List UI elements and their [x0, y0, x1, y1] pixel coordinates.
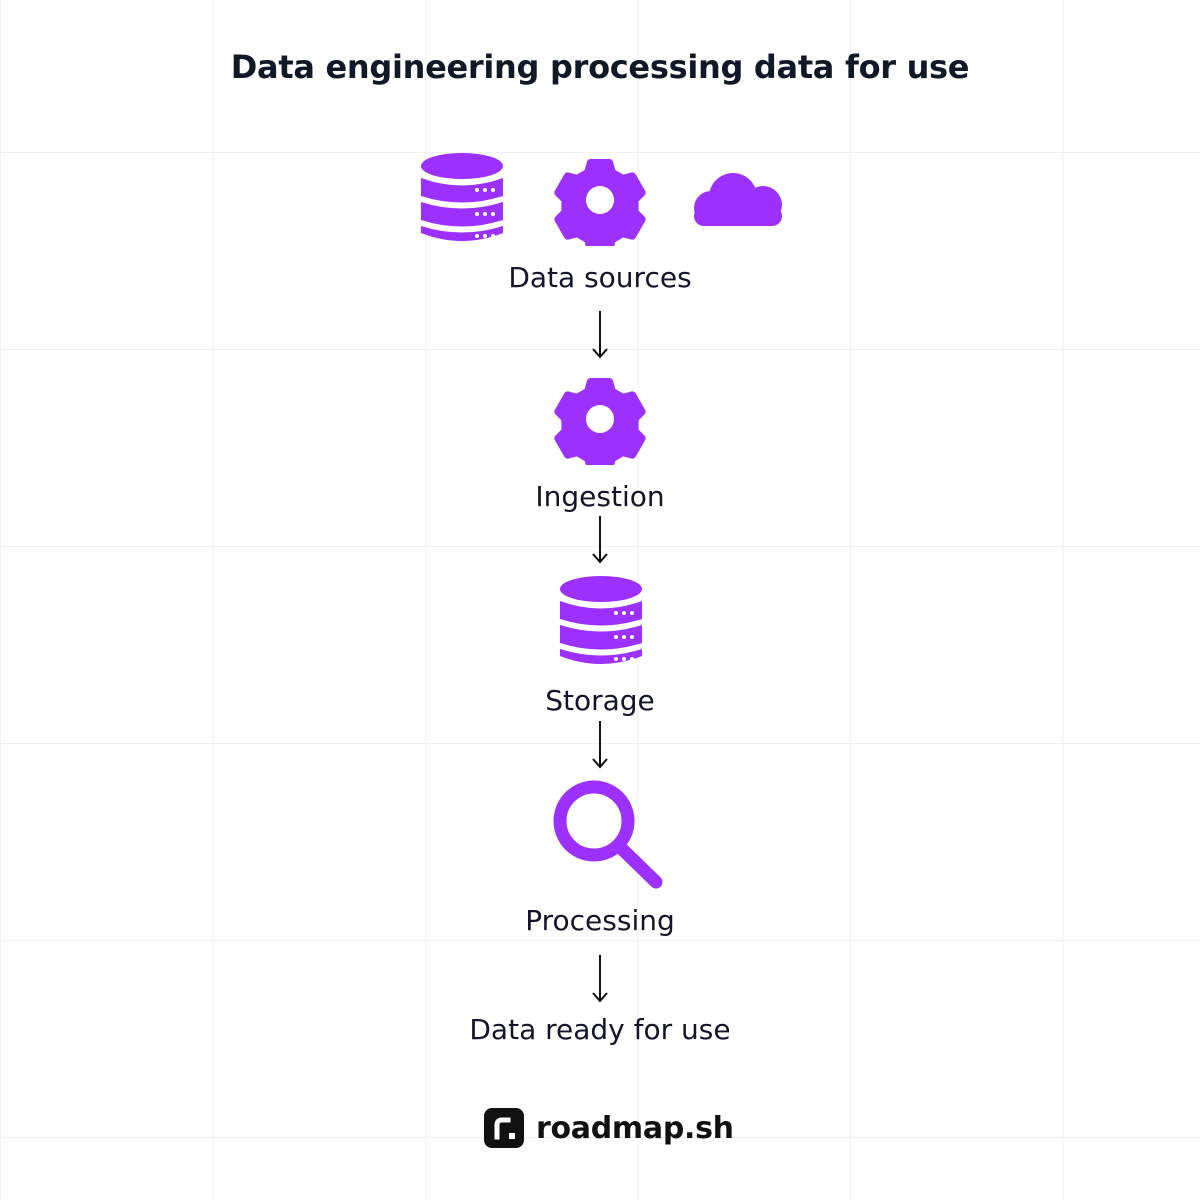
brand-name: roadmap.sh — [536, 1110, 734, 1146]
cloud-icon — [690, 172, 786, 228]
stage-label-data-ready: Data ready for use — [469, 1013, 731, 1046]
diagram-title: Data engineering processing data for use — [230, 48, 970, 86]
brand-footer: roadmap.sh — [484, 1108, 734, 1148]
flow-arrow — [588, 516, 612, 568]
stage-label-storage: Storage — [545, 684, 655, 717]
flow-arrow — [588, 311, 612, 363]
stage-label-ingestion: Ingestion — [535, 480, 665, 513]
roadmap-logo-icon — [484, 1108, 524, 1148]
database-icon — [420, 153, 504, 245]
stage-label-processing: Processing — [525, 904, 675, 937]
flow-arrow — [588, 721, 612, 773]
gear-icon — [554, 373, 646, 465]
stage-label-data-sources: Data sources — [508, 261, 692, 294]
database-icon — [559, 576, 643, 668]
gear-icon — [554, 154, 646, 246]
magnifier-icon — [552, 779, 666, 891]
flow-arrow — [588, 955, 612, 1007]
